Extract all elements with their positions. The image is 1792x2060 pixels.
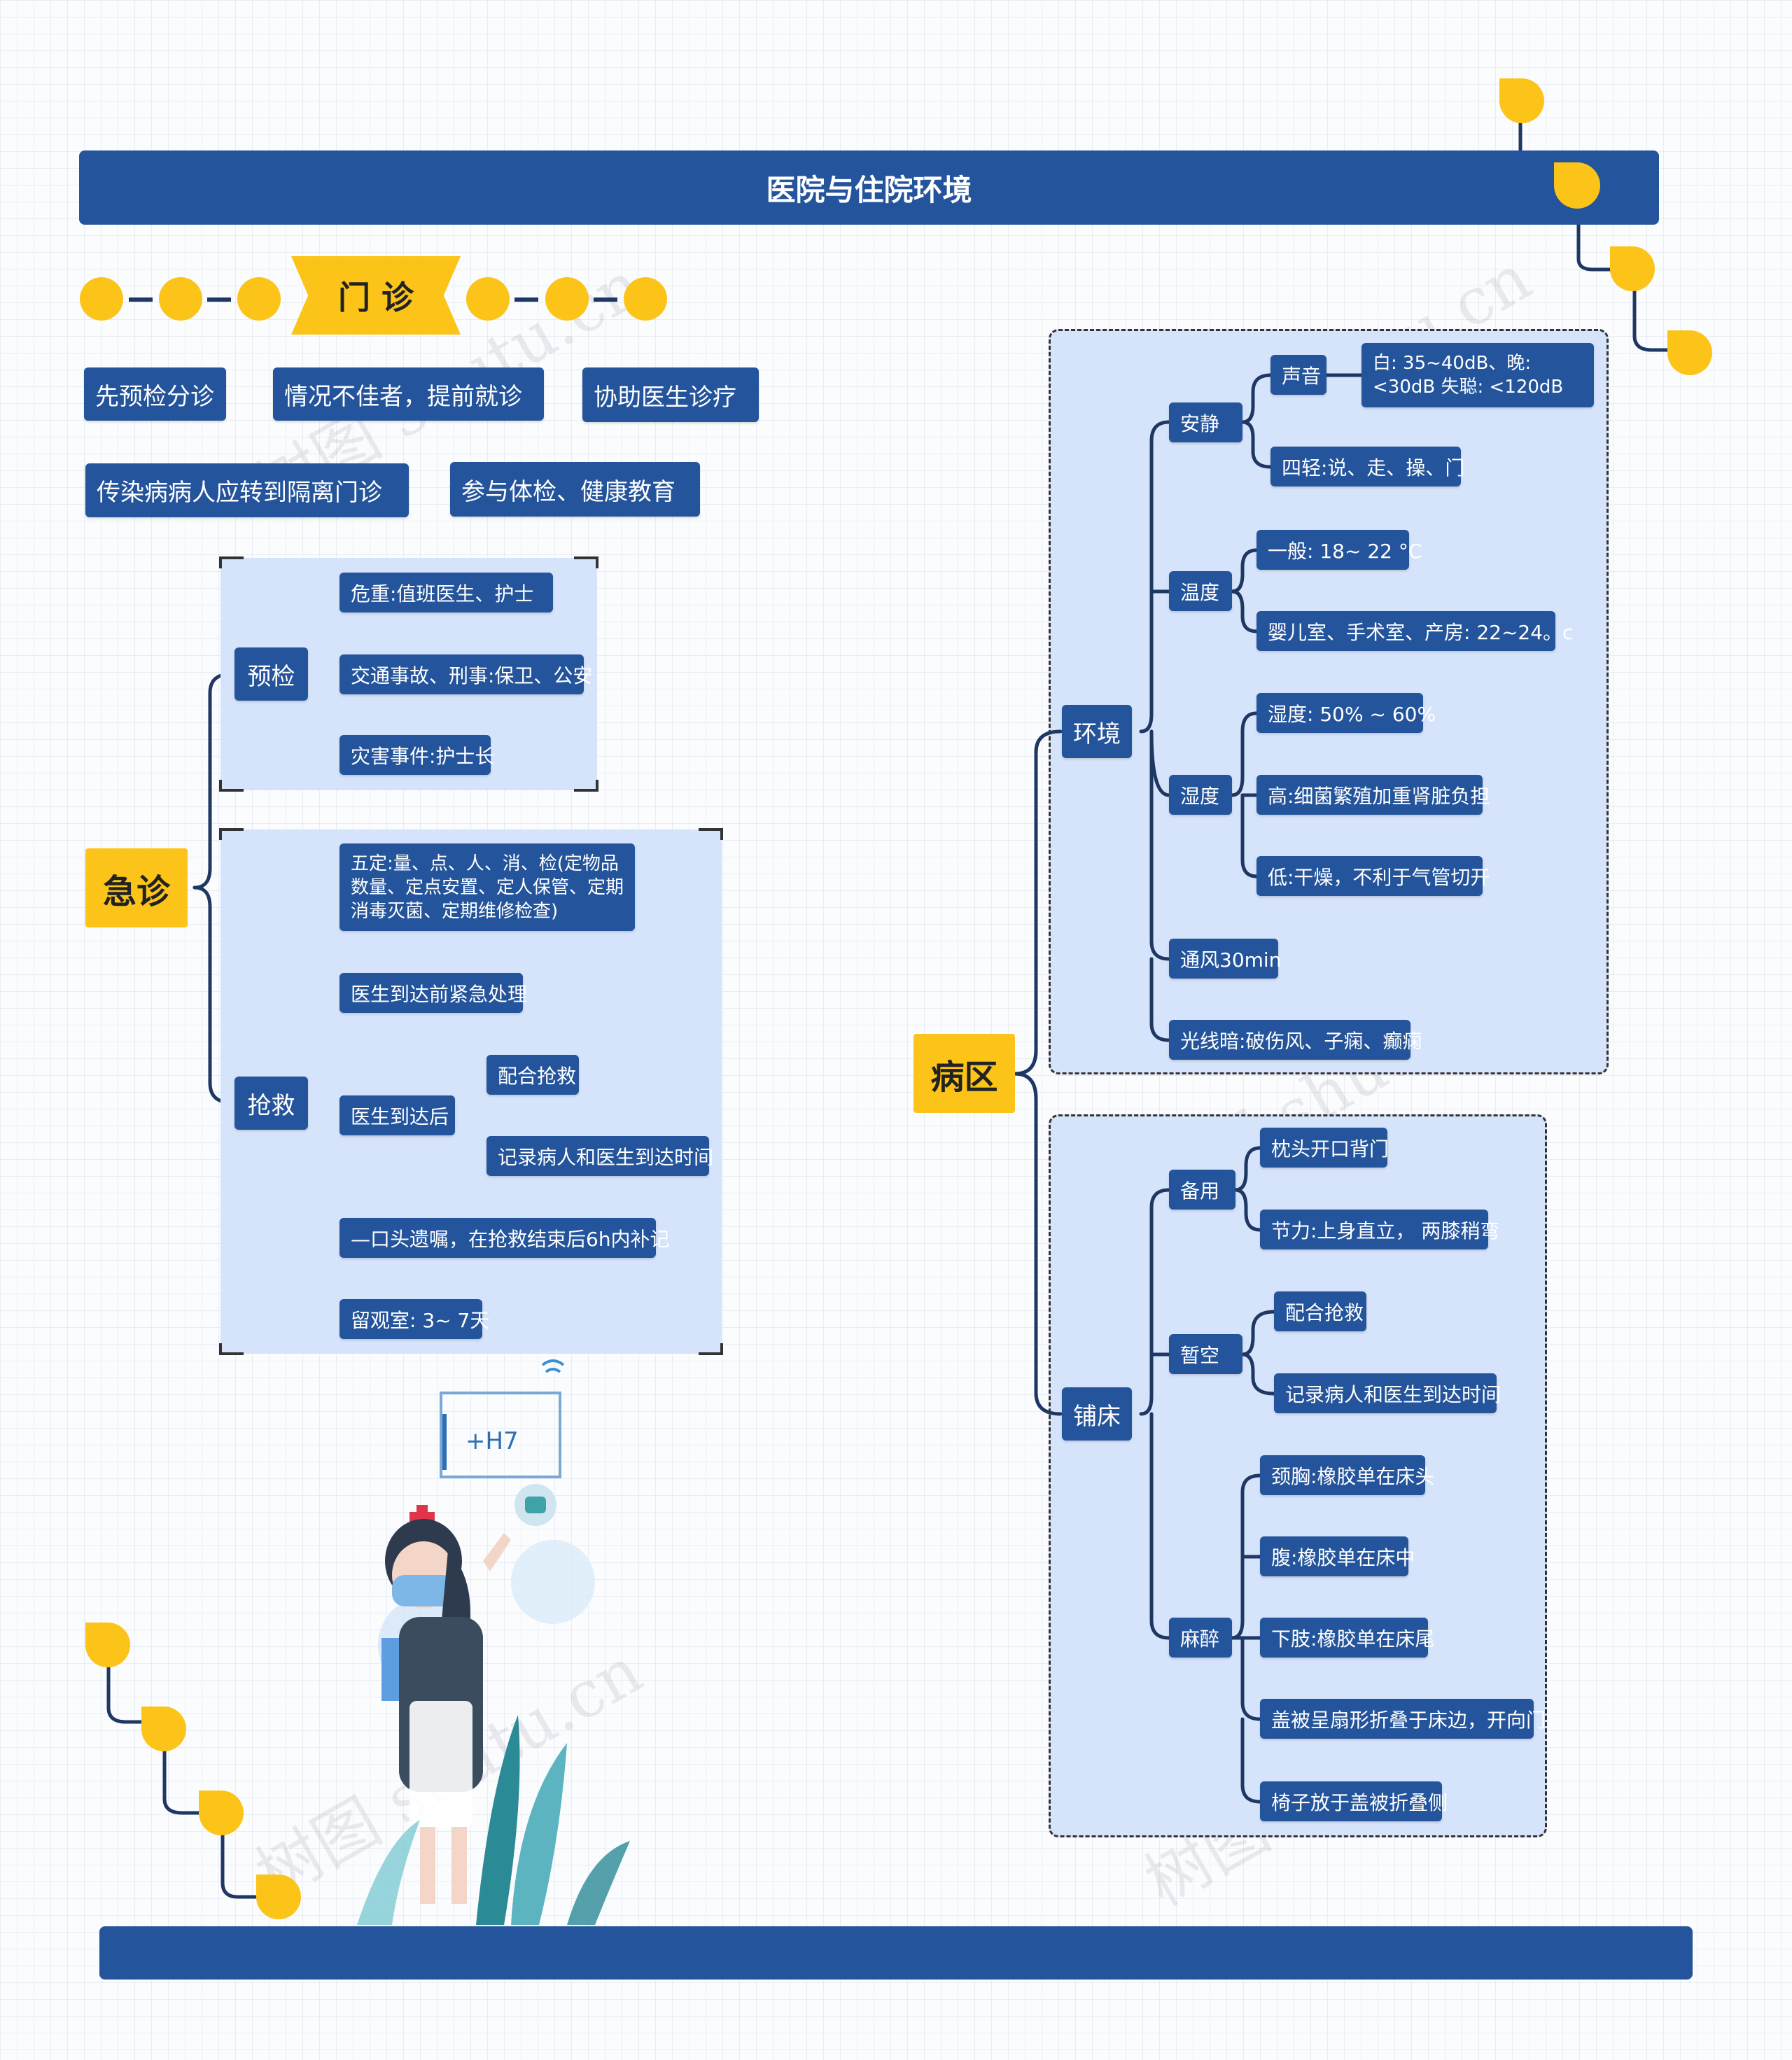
petal-decoration <box>199 1791 244 1835</box>
quiet-node: 安静 <box>1169 402 1242 442</box>
temporary-bed-node: 暂空 <box>1169 1334 1242 1374</box>
sound-node: 声音 <box>1270 355 1326 395</box>
dash-decoration <box>514 297 538 302</box>
light-item: 光线暗:破伤风、子痫、癫痫 <box>1169 1020 1422 1060</box>
rescue-before-doctor: 医生到达前紧急处理 <box>340 973 527 1013</box>
nurse-illustration: +H7 <box>357 1359 630 1925</box>
dot-decoration <box>545 277 589 321</box>
petal-decoration <box>1554 162 1600 209</box>
rescue-after-item: 配合抢救 <box>486 1055 579 1095</box>
rescue-five-rule: 五定:量、点、人、消、检(定物品数量、定点安置、定人保管、定期消毒灭菌、定期维修… <box>340 843 635 931</box>
petal-decoration <box>1667 330 1712 375</box>
petal-decoration <box>256 1875 301 1919</box>
spare-bed-item: 枕头开口背门 <box>1260 1128 1389 1168</box>
dot-decoration <box>159 277 202 321</box>
environment-node: 环境 <box>1062 705 1132 758</box>
triage-node: 预检 <box>234 647 308 701</box>
spare-bed-node: 备用 <box>1169 1170 1236 1210</box>
petal-decoration <box>141 1707 186 1751</box>
rescue-oral-will: —口头遗嘱，在抢救结束后6h内补记 <box>340 1218 670 1258</box>
anesthesia-bed-item: 盖被呈扇形折叠于床边，开向门 <box>1260 1699 1546 1739</box>
petal-decoration <box>1499 78 1544 123</box>
humidity-item: 高:细菌繁殖加重肾脏负担 <box>1256 775 1490 815</box>
anesthesia-bed-item: 腹:橡胶单在床中 <box>1260 1536 1415 1576</box>
rescue-after-doctor: 医生到达后 <box>340 1095 455 1135</box>
anesthesia-bed-item: 下肢:橡胶单在床尾 <box>1260 1618 1434 1658</box>
dash-decoration <box>129 297 153 302</box>
outpatient-item: 参与体检、健康教育 <box>450 462 700 517</box>
dash-decoration <box>207 297 231 302</box>
temperature-item: 婴儿室、手术室、产房: 22~24。c <box>1256 611 1573 651</box>
anesthesia-bed-item: 椅子放于盖被折叠侧 <box>1260 1781 1448 1821</box>
outpatient-item: 先预检分诊 <box>84 367 226 421</box>
ward-node: 病区 <box>913 1034 1015 1113</box>
triage-item: 灾害事件:护士长 <box>340 735 494 775</box>
dot-decoration <box>237 277 281 321</box>
humidity-item: 湿度: 50% ~ 60% <box>1256 693 1436 733</box>
footer-bar <box>99 1926 1693 1980</box>
anesthesia-bed-item: 颈胸:橡胶单在床头 <box>1260 1455 1434 1495</box>
rescue-node: 抢救 <box>234 1077 308 1130</box>
humidity-item: 低:干燥，不利于气管切开 <box>1256 856 1490 896</box>
four-light-rule: 四轻:说、走、操、门 <box>1270 447 1464 486</box>
spare-bed-item: 节力:上身直立， 两膝稍弯 <box>1260 1210 1499 1249</box>
anesthesia-bed-node: 麻醉 <box>1169 1618 1232 1658</box>
illustration-chart-label: +H7 <box>465 1427 519 1455</box>
dot-decoration <box>466 277 510 321</box>
petal-decoration <box>85 1623 130 1667</box>
dash-decoration <box>594 297 617 302</box>
temporary-bed-item: 配合抢救 <box>1274 1291 1366 1331</box>
outpatient-item: 情况不佳者，提前就诊 <box>273 367 544 421</box>
outpatient-item: 协助医生诊疗 <box>582 367 759 422</box>
humidity-node: 湿度 <box>1169 775 1232 815</box>
petal-decoration <box>1610 246 1655 291</box>
outpatient-title: 门 诊 <box>291 256 461 335</box>
temperature-node: 温度 <box>1169 571 1232 611</box>
outpatient-item: 传染病病人应转到隔离门诊 <box>85 463 409 517</box>
dot-decoration <box>624 277 667 321</box>
temporary-bed-item: 记录病人和医生到达时间 <box>1274 1373 1501 1413</box>
triage-item: 危重:值班医生、护士 <box>340 573 553 612</box>
temperature-item: 一般: 18~ 22 °C <box>1256 530 1422 570</box>
page-title: 医院与住院环境 <box>79 150 1659 225</box>
triage-item: 交通事故、刑事:保卫、公安 <box>340 654 592 694</box>
bedmaking-node: 铺床 <box>1062 1387 1132 1441</box>
ventilation-item: 通风30min <box>1169 939 1281 979</box>
rescue-observation: 留观室: 3~ 7天 <box>340 1299 489 1339</box>
dot-decoration <box>80 277 123 321</box>
emergency-node: 急诊 <box>85 848 188 927</box>
sound-detail: 白: 35~40dB、晚: <30dB 失聪: <120dB <box>1362 343 1594 407</box>
rescue-after-item: 记录病人和医生到达时间 <box>486 1136 713 1176</box>
